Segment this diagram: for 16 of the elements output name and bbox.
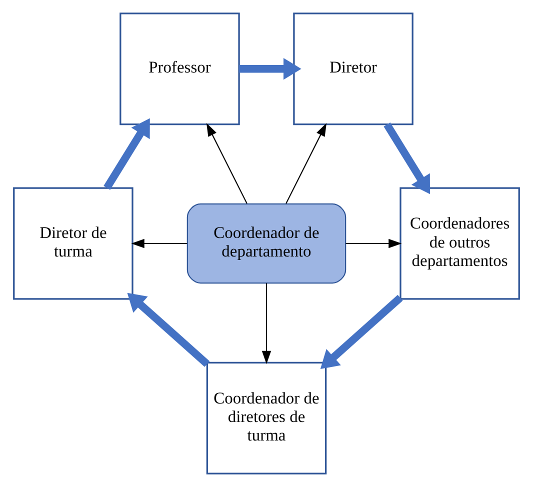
node-box: Diretor: [293, 12, 414, 125]
arrow: [320, 294, 403, 368]
node-box: Professor: [120, 12, 240, 125]
arrow: [127, 292, 210, 366]
arrow: [384, 122, 430, 194]
node-box: Coordenadores de outros departamentos: [400, 186, 520, 300]
arrow: [262, 282, 272, 364]
arrow: [206, 122, 248, 204]
arrow: [131, 238, 188, 248]
arrow: [239, 57, 302, 80]
arrow: [346, 238, 402, 248]
arrow: [104, 118, 150, 190]
node-box: Diretor de turma: [13, 186, 134, 300]
node-box: Coordenador de diretores de turma: [206, 361, 327, 474]
arrow: [286, 122, 327, 204]
node-box: Coordenador de departamento: [186, 202, 346, 284]
